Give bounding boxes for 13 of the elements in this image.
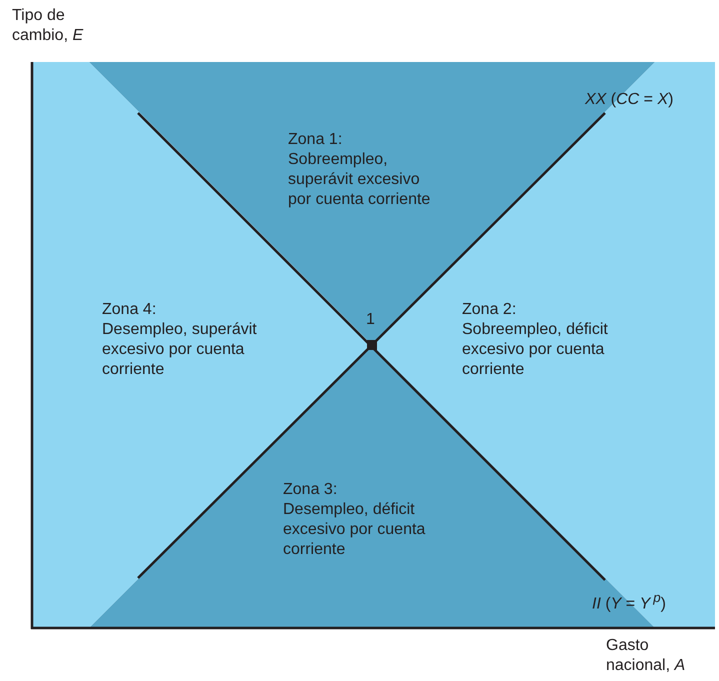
zone-description: Desempleo, superávit excesivo por cuenta corriente [102, 320, 258, 380]
zone-heading: Zona 1: [288, 130, 344, 150]
curve-label: XX (CC = X) [585, 90, 674, 110]
zone-description: Sobreempleo, superávit excesivo por cuenta corriente [288, 150, 432, 210]
axis-label: Tipo de cambio, E [12, 6, 84, 46]
zone-heading: Zona 2: [462, 300, 518, 320]
zone-description: Sobreempleo, déficit excesivo por cuenta corriente [462, 320, 609, 380]
zone-heading: Zona 3: [283, 480, 338, 500]
point-label: 1 [366, 310, 376, 330]
zone-description: Desempleo, déficit excesivo por cuenta corriente [283, 500, 426, 560]
zone-heading: Zona 4: [102, 300, 158, 320]
axis-label: Gasto nacional, A [606, 636, 686, 676]
curve-label: II (Y = Y$^{p}$) [592, 589, 667, 614]
